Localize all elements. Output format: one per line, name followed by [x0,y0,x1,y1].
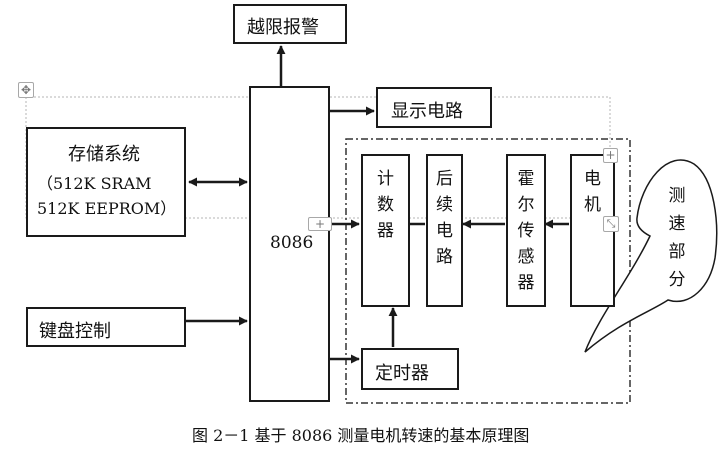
post-circuit-char-4: 路 [436,247,453,267]
counter-block: 计 数 器 [361,154,410,307]
keyboard-control-block: 键盘控制 [26,307,186,347]
move-handle-icon[interactable]: ✥ [18,82,34,98]
cpu-label: 8086 [270,233,314,253]
hall-char-5: 器 [517,273,535,293]
counter-char-3: 器 [377,221,394,241]
callout-char-3: 部 [668,242,686,262]
hall-sensor-block: 霍 尔 传 感 器 [506,154,546,307]
hall-char-1: 霍 [517,169,535,189]
callout-char-4: 分 [668,270,686,290]
counter-char-2: 数 [377,195,394,215]
hall-char-4: 感 [517,247,535,267]
hall-char-3: 传 [517,221,535,241]
alarm-block: 越限报警 [233,4,347,44]
alarm-label: 越限报警 [247,17,319,38]
storage-line1: （512K SRAM [37,174,152,193]
resize-handle-icon[interactable]: ⤡ [603,216,619,232]
timer-block: 定时器 [361,348,459,390]
motor-char-2: 机 [584,195,601,215]
callout-bubble [584,159,718,353]
add-column-icon[interactable]: + [603,148,618,163]
keyboard-label: 键盘控制 [39,321,111,342]
figure-caption: 图 2－1 基于 8086 测量电机转速的基本原理图 [192,426,530,445]
storage-line2: 512K EEPROM） [37,199,177,218]
cpu-8086-block: 8086 [249,86,330,402]
counter-char-1: 计 [377,169,394,189]
hall-char-2: 尔 [517,195,535,215]
motor-char-1: 电 [584,169,601,189]
timer-label: 定时器 [375,363,429,384]
storage-title: 存储系统 [68,144,140,165]
post-circuit-block: 后 续 电 路 [426,154,463,307]
post-circuit-char-1: 后 [436,169,453,189]
callout-char-1: 测 [668,186,686,206]
add-row-icon[interactable]: + [308,217,332,231]
display-label: 显示电路 [391,101,463,122]
post-circuit-char-3: 电 [436,221,453,241]
post-circuit-char-2: 续 [436,195,453,215]
callout-char-2: 速 [668,214,686,234]
display-circuit-block: 显示电路 [376,87,492,128]
storage-system-block: 存储系统 （512K SRAM 512K EEPROM） [26,127,186,237]
